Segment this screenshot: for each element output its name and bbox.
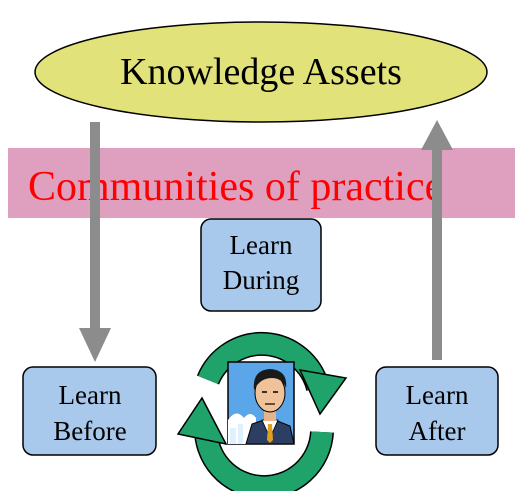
knowledge-assets-ellipse (34, 21, 488, 123)
down-arrow-icon (79, 122, 111, 362)
learn-after-box (375, 366, 499, 456)
knowledge-assets-label: Knowledge Assets (120, 51, 402, 93)
circular-arrows-icon (176, 331, 348, 491)
learn-before-line2: Before (53, 416, 126, 446)
learn-before-box (22, 366, 157, 456)
person-portrait-icon (227, 361, 295, 445)
learn-before-line1: Learn (59, 380, 122, 410)
learn-during-line2: During (223, 265, 300, 295)
learn-after-line1: Learn (406, 380, 469, 410)
learn-during-box (200, 218, 322, 312)
up-arrow-icon (421, 120, 453, 360)
learn-after-line2: After (409, 416, 466, 446)
learn-during-line1: Learn (230, 230, 293, 260)
